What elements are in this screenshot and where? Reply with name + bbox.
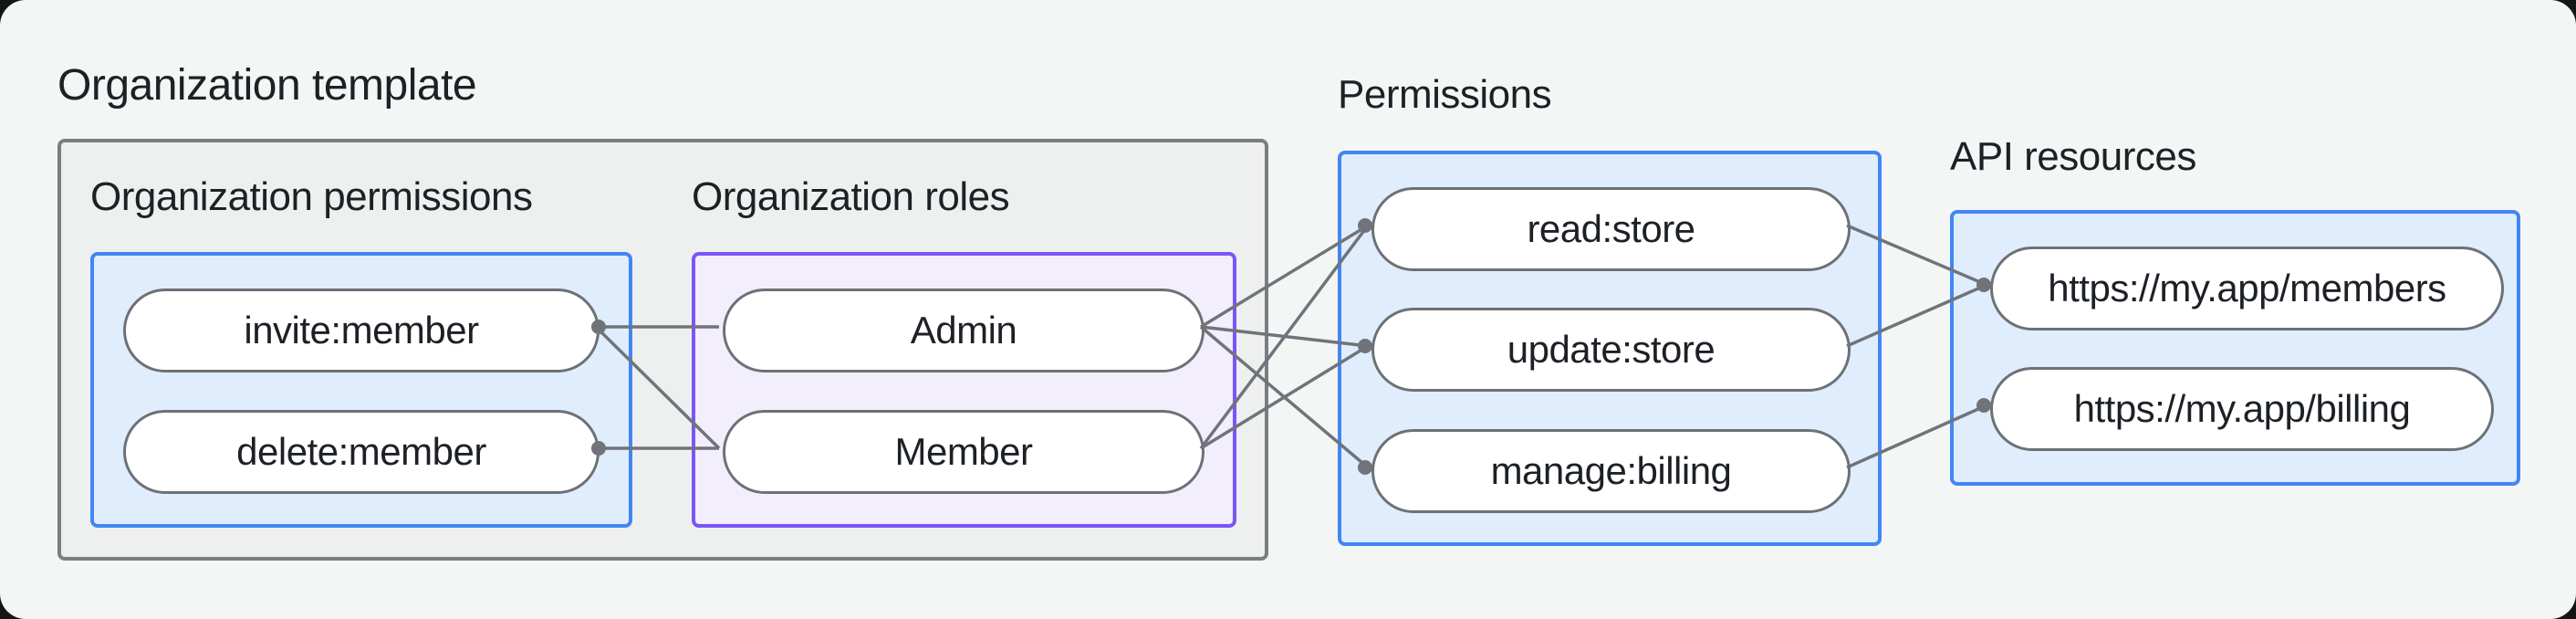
node-invite-member: invite:member [123, 289, 600, 372]
node-api-members: https://my.app/members [1990, 247, 2504, 330]
node-api-billing-label: https://my.app/billing [2073, 387, 2411, 430]
permissions-label: Permissions [1338, 72, 1552, 117]
node-manage-billing-label: manage:billing [1490, 449, 1732, 492]
node-api-billing: https://my.app/billing [1990, 367, 2494, 451]
node-admin: Admin [723, 289, 1205, 372]
api-resources-label: API resources [1950, 134, 2196, 179]
permissions-box: read:store update:store manage:billing [1338, 151, 1882, 546]
node-invite-member-label: invite:member [244, 309, 479, 351]
api-resources-box: https://my.app/members https://my.app/bi… [1950, 210, 2520, 486]
node-update-store: update:store [1371, 308, 1851, 392]
org-permissions-label: Organization permissions [90, 174, 533, 219]
diagram-title: Organization template [57, 61, 477, 110]
node-read-store-label: read:store [1527, 207, 1695, 250]
node-api-members-label: https://my.app/members [2048, 267, 2446, 310]
node-member-label: Member [894, 430, 1033, 473]
node-delete-member: delete:member [123, 410, 600, 494]
node-delete-member-label: delete:member [236, 430, 486, 473]
node-manage-billing: manage:billing [1371, 429, 1851, 513]
org-roles-label: Organization roles [692, 174, 1010, 219]
org-permissions-box: invite:member delete:member [90, 252, 632, 528]
node-member: Member [723, 410, 1205, 494]
node-update-store-label: update:store [1507, 328, 1716, 371]
node-read-store: read:store [1371, 187, 1851, 271]
node-admin-label: Admin [910, 309, 1017, 351]
org-roles-box: Admin Member [692, 252, 1236, 528]
